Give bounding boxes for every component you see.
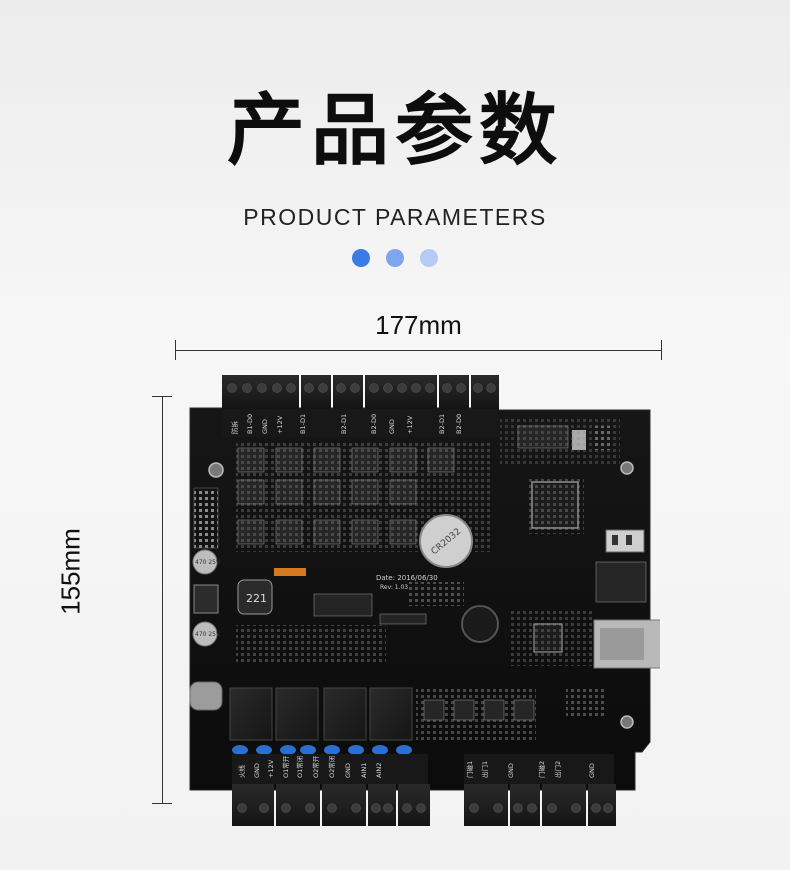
mount-hole-br [620, 715, 634, 729]
bottom-label-15: 出门2 [553, 761, 562, 778]
page-subtitle: PRODUCT PARAMETERS [243, 204, 547, 230]
top-label-2: B1-D0 [246, 414, 254, 434]
top-label-4: +12V [276, 415, 284, 434]
mount-hole-tl [208, 462, 224, 478]
bottom-label-16: GND [588, 763, 596, 778]
top-terminal-blocks [222, 375, 499, 437]
bottom-terminal-labels: 火线 GND +12V O1常开 O1常闭 O2常开 O2常闭 GND AIN1… [237, 755, 596, 778]
bottom-label-1: 火线 [237, 765, 246, 779]
height-dimension-label: 155mm [55, 528, 86, 615]
top-terminal-labels: 防拆 B1-D0 GND +12V B1-D1 B2-D1 B2-D0 GND … [230, 414, 463, 434]
height-dimension-line [152, 396, 172, 804]
bottom-label-12: 出门1 [480, 761, 489, 778]
right-connector [605, 529, 645, 553]
top-label-5: B1-D1 [299, 414, 307, 434]
width-dimension-line [175, 340, 662, 360]
bottom-label-10: AIN2 [375, 763, 383, 778]
pcb-board-photo: 防拆 B1-D0 GND +12V B1-D1 B2-D1 B2-D0 GND … [180, 370, 665, 830]
blue-capacitors [232, 745, 412, 755]
capacitor-2 [192, 621, 218, 647]
bottom-label-5: O1常闭 [295, 756, 304, 778]
bottom-label-14: 门磁2 [537, 761, 546, 778]
mount-hole-tr [620, 461, 634, 475]
top-label-10: B2-D1 [438, 414, 446, 434]
bottom-label-3: +12V [267, 759, 275, 778]
bottom-label-7: O2常闭 [327, 756, 336, 778]
coin-battery [419, 514, 473, 568]
buzzer [461, 605, 499, 643]
inductor [237, 579, 273, 615]
top-label-11: B2-D0 [455, 414, 463, 434]
bottom-terminal-blocks [232, 754, 616, 826]
top-label-3: GND [261, 419, 269, 434]
pin-header [193, 487, 219, 549]
top-label-9: +12V [406, 415, 414, 434]
dot-2 [386, 249, 404, 267]
top-label-6: B2-D1 [340, 414, 348, 434]
regulator [193, 584, 219, 614]
dot-3 [420, 249, 438, 267]
top-label-7: B2-D0 [370, 414, 378, 434]
bottom-label-13: GND [507, 763, 515, 778]
top-label-1: 防拆 [230, 421, 239, 435]
bottom-label-6: O2常开 [311, 755, 320, 778]
bottom-label-2: GND [253, 763, 261, 778]
varistor [189, 681, 223, 711]
capacitor-1 [192, 549, 218, 575]
page-title: 产品参数 [226, 86, 563, 176]
svg-text:221: 221 [246, 592, 267, 605]
svg-text:470 25V: 470 25V [195, 631, 221, 638]
bottom-label-4: O1常开 [281, 755, 290, 778]
decorative-dots [0, 249, 790, 267]
bottom-label-9: AIN1 [360, 763, 368, 778]
svg-text:Date: 2016/06/30: Date: 2016/06/30 [376, 574, 438, 582]
width-dimension-label: 177mm [375, 310, 462, 340]
svg-text:470 25V: 470 25V [195, 559, 221, 566]
svg-text:Rev: 1.03: Rev: 1.03 [380, 584, 408, 591]
fuse [274, 568, 306, 576]
dot-1 [352, 249, 370, 267]
relays [229, 687, 413, 741]
bottom-label-8: GND [344, 763, 352, 778]
top-label-8: GND [388, 419, 396, 434]
bottom-label-11: 门磁1 [465, 761, 474, 778]
